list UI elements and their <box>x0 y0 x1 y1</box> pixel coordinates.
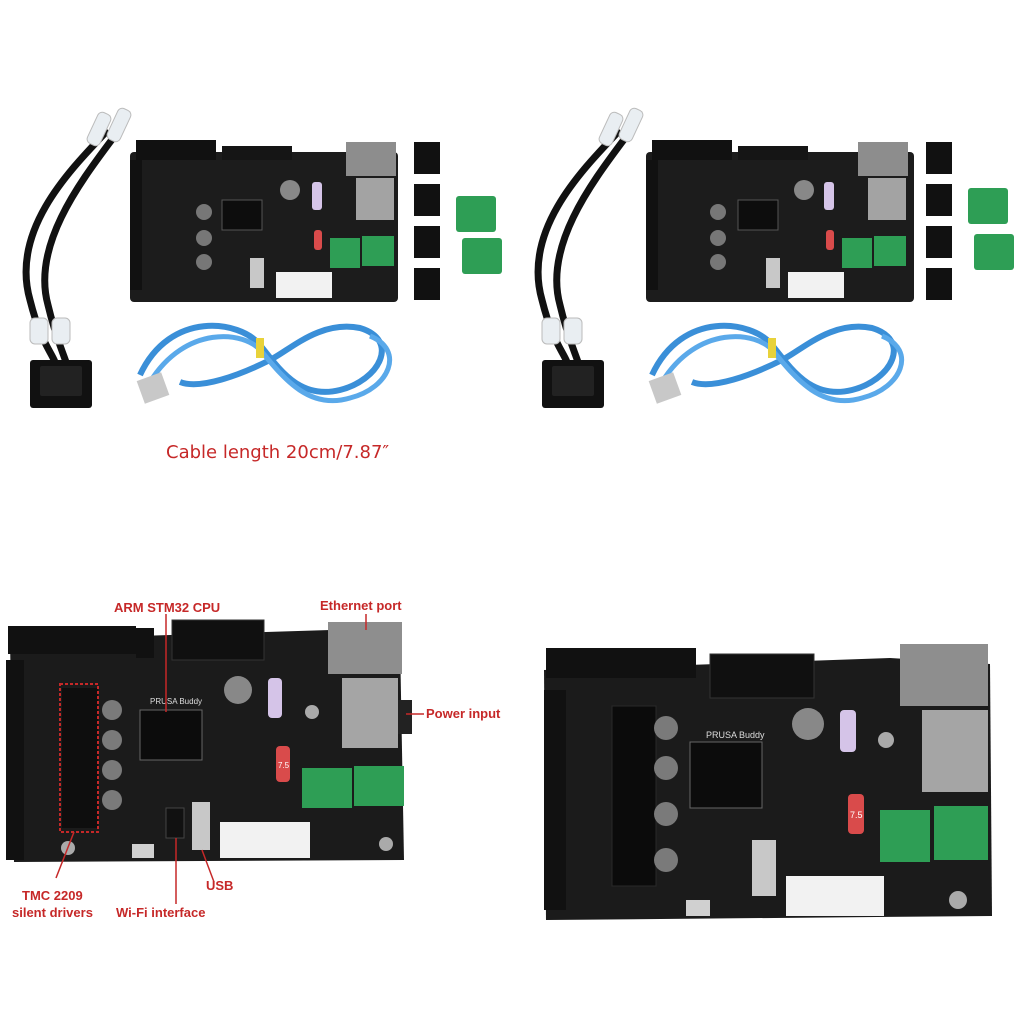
rocker-switch <box>542 360 604 408</box>
fuse-text: 7.5 <box>278 761 290 770</box>
callout-cpu: ARM STM32 CPU <box>114 600 221 615</box>
terminal-blocks <box>456 196 502 274</box>
pcb-board: PRUSA Buddy 7.5 <box>544 644 992 920</box>
callout-ethernet: Ethernet port <box>320 598 402 613</box>
callout-usb: USB <box>206 878 234 893</box>
callout-power: Power input <box>426 706 501 721</box>
drivers-highlight-box <box>59 683 99 833</box>
callout-lines <box>55 614 424 904</box>
callout-drivers-line2: silent drivers <box>12 905 93 920</box>
usb-cable <box>648 322 905 404</box>
heatsinks <box>414 142 440 300</box>
kit-photo-left <box>0 100 512 420</box>
terminal-blocks <box>968 188 1014 270</box>
callout-wifi: Wi-Fi interface <box>116 905 206 920</box>
pcb-board: PRUSA Buddy 7.5 <box>6 619 412 862</box>
fuse-text: 7.5 <box>850 810 863 820</box>
board-with-heatsink-photo: PRUSA Buddy 7.5 <box>530 630 1024 930</box>
cable-length-caption: Cable length 20cm/7.87″ <box>166 442 390 463</box>
switch-cable <box>534 107 644 364</box>
annotated-board-photo: PRUSA Buddy 7.5 <box>0 600 520 930</box>
switch-cable <box>22 107 132 364</box>
board-brand-text: PRUSA Buddy <box>150 697 202 706</box>
board-brand-text: PRUSA Buddy <box>706 730 765 740</box>
heatsinks <box>926 142 952 300</box>
callout-drivers-line1: TMC 2209 <box>22 888 83 903</box>
pcb-board <box>130 140 398 302</box>
rocker-switch <box>30 360 92 408</box>
kit-photo-right <box>512 100 1024 420</box>
usb-cable <box>136 322 393 404</box>
pcb-board <box>646 140 914 302</box>
